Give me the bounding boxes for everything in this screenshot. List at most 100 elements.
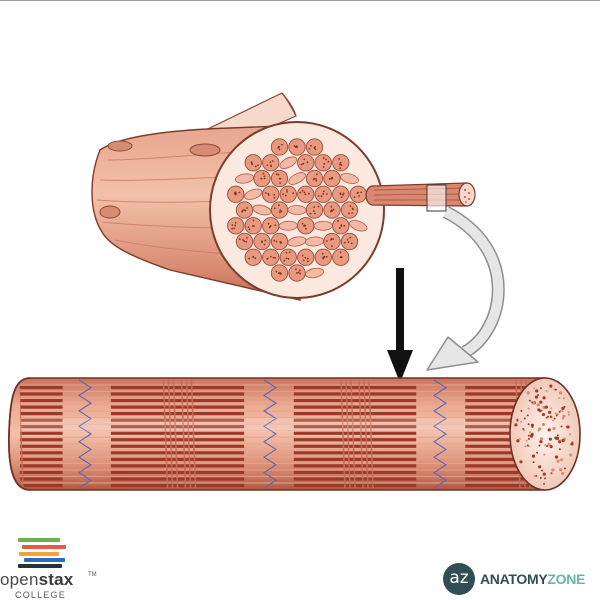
myofilament-dot (549, 384, 553, 388)
filament-dot (270, 164, 273, 167)
myofibril-section (323, 232, 341, 251)
filament-dot (286, 191, 289, 193)
myofilament-dot (528, 399, 531, 402)
myofibril-cross-sections (227, 138, 368, 282)
myofilament-dot (538, 444, 541, 447)
myofibril-section (349, 185, 367, 203)
filament-dot (331, 245, 333, 247)
filament-dot (273, 207, 276, 210)
myofibril-section (279, 185, 297, 203)
myofilament-dot (514, 423, 518, 427)
filament-dot (332, 208, 335, 211)
filament-dot (312, 210, 315, 212)
myofilament-dot (537, 429, 540, 432)
mitochondrion (313, 220, 333, 231)
myofilament-dot (550, 407, 553, 410)
myofilament-dot (536, 451, 539, 454)
myofilament-dot (559, 468, 563, 472)
filament-dot (307, 260, 309, 263)
wordmark-dark: ANATOMY (480, 571, 548, 587)
myofilament-dot (549, 415, 552, 418)
myofilament-dot (516, 418, 519, 421)
myofibril-section (279, 248, 297, 266)
filament-dot (298, 269, 301, 272)
filament-dot (278, 211, 281, 214)
filament-dot (360, 191, 363, 194)
myofilament-dot (533, 387, 536, 390)
filament-dot (243, 240, 246, 243)
filament-dot (322, 190, 325, 193)
filament-dot (328, 177, 331, 180)
filament-dot (349, 205, 352, 207)
mitochondrion (287, 205, 307, 215)
filament-dot (339, 227, 341, 229)
filament-dot (256, 164, 259, 167)
filament-dot (337, 220, 340, 222)
myofilament-dot (548, 437, 552, 441)
filament-dot (322, 156, 325, 159)
filament-dot (330, 237, 333, 240)
filament-dot (246, 237, 248, 239)
myofilament-dot (516, 439, 520, 443)
filament-dot (296, 146, 299, 149)
myofilament-dot (539, 476, 542, 479)
filament-dot (327, 160, 330, 163)
filament-dot (301, 189, 304, 192)
filament-dot (313, 147, 316, 149)
filament-dot (304, 256, 307, 259)
myofilament-dot (560, 458, 564, 462)
myofilament-dot (554, 388, 557, 391)
filament-dot (302, 162, 305, 165)
black-down-arrow (387, 268, 413, 383)
filament-dot (353, 196, 356, 199)
filament-dot (349, 236, 352, 239)
filament-dot (323, 255, 326, 258)
myofilament-dot (542, 472, 546, 476)
filament-dot (308, 147, 311, 150)
filament-dot (263, 175, 266, 177)
band-line (167, 379, 174, 489)
myofilament-dot (527, 434, 530, 437)
filament-dot (267, 222, 270, 225)
filament-dot (268, 226, 271, 229)
band-line (185, 379, 192, 489)
myofilament-dot (563, 467, 566, 470)
myofilament-dot (526, 414, 529, 417)
myofilament-dot (540, 409, 543, 412)
z-line (77, 379, 93, 489)
filament-dot (343, 224, 346, 227)
filament-dot (246, 207, 248, 209)
myofilament-dot (533, 474, 536, 477)
myofilament-dot (561, 410, 564, 413)
filament-dot (300, 163, 303, 166)
filament-dot (317, 195, 320, 197)
filament-dot (278, 272, 280, 274)
filament-dot (260, 240, 263, 243)
myofibril (8, 377, 581, 491)
myofilament-dot (569, 453, 573, 457)
filament-dot (267, 192, 270, 195)
filament-dot (233, 227, 236, 230)
myofibril-section (314, 154, 332, 172)
openstax-wordmark: openstax (0, 570, 73, 590)
z-line (262, 379, 278, 489)
openstax-subtitle: COLLEGE (15, 590, 66, 600)
filament-dot (254, 165, 257, 168)
myofilament-dot (553, 417, 556, 420)
myofilament-dot (527, 437, 530, 440)
filament-dot (351, 208, 354, 211)
logo-stripe (24, 558, 65, 562)
filament-dot (338, 163, 341, 166)
filament-dot (325, 158, 327, 161)
filament-dot (339, 251, 342, 254)
filament-dot (262, 172, 265, 175)
myofilament-dot (570, 442, 574, 446)
trademark-mark: TM (88, 572, 97, 578)
myofilament-dot (555, 436, 560, 441)
filament-dot (301, 222, 304, 225)
myofilament-dot (554, 412, 557, 415)
myofilament-dot (545, 389, 548, 392)
filament-dot (315, 173, 318, 176)
filament-dot (296, 272, 298, 274)
filament-dot (245, 240, 248, 243)
